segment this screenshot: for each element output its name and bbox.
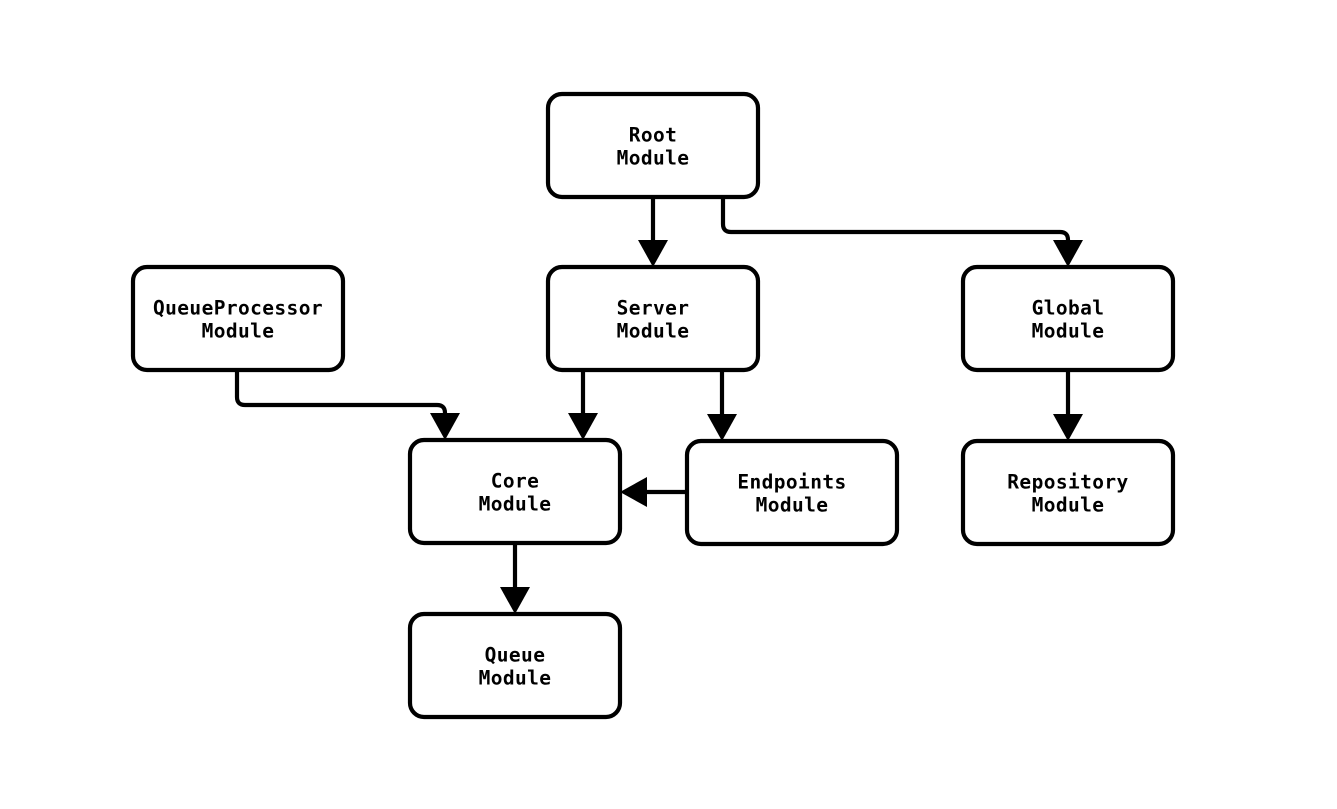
node-label-line2: Module	[479, 493, 552, 516]
node-label-line1: Repository	[1007, 471, 1128, 494]
arrow-head-down	[707, 414, 737, 441]
edge-server-to-core	[568, 370, 598, 440]
edge-root-to-global	[720, 197, 1083, 267]
node-label-line1: Queue	[485, 644, 546, 667]
node-root-module[interactable]: Root Module	[545, 91, 761, 200]
edge-server-to-endpoints	[707, 370, 737, 441]
arrow-head-down	[1053, 414, 1083, 441]
node-label-line1: Server	[617, 297, 690, 320]
node-box[interactable]	[545, 91, 761, 200]
arrow-head-down	[430, 413, 460, 440]
node-box[interactable]	[960, 438, 1176, 547]
node-box[interactable]	[407, 611, 623, 720]
edge-queueprocessor-to-core	[234, 370, 460, 440]
node-label-line1: Global	[1032, 297, 1105, 320]
node-global-module[interactable]: Global Module	[960, 264, 1176, 373]
node-label-line2: Module	[1032, 320, 1105, 343]
node-box[interactable]	[545, 264, 761, 373]
node-label-line2: Module	[756, 494, 829, 517]
node-server-module[interactable]: Server Module	[545, 264, 761, 373]
edge-endpoints-to-core	[620, 477, 687, 507]
node-label-line2: Module	[202, 320, 275, 343]
arrow-head-down	[500, 587, 530, 614]
arrow-head-down	[1053, 240, 1083, 267]
node-box[interactable]	[960, 264, 1176, 373]
arrow-head-left	[620, 477, 647, 507]
node-queue-module[interactable]: Queue Module	[407, 611, 623, 720]
node-box[interactable]	[130, 264, 346, 373]
edge-line	[720, 197, 1071, 253]
node-label-line1: Endpoints	[737, 471, 846, 494]
node-label-line1: QueueProcessor	[153, 297, 323, 320]
node-label-line1: Root	[629, 124, 678, 147]
nodes-layer: Root Module QueueProcessor Module Server…	[130, 91, 1176, 720]
node-label-line1: Core	[491, 470, 540, 493]
edge-root-to-server	[638, 197, 668, 267]
edge-core-to-queue	[500, 543, 530, 614]
node-core-module[interactable]: Core Module	[407, 437, 623, 546]
node-queueprocessor-module[interactable]: QueueProcessor Module	[130, 264, 346, 373]
edges-layer	[234, 197, 1083, 614]
arrow-head-down	[568, 413, 598, 440]
arrow-head-down	[638, 240, 668, 267]
node-endpoints-module[interactable]: Endpoints Module	[684, 438, 900, 547]
node-box[interactable]	[684, 438, 900, 547]
node-label-line2: Module	[617, 147, 690, 170]
node-box[interactable]	[407, 437, 623, 546]
node-label-line2: Module	[479, 667, 552, 690]
edge-global-to-repository	[1053, 370, 1083, 441]
edge-line	[234, 370, 448, 426]
node-repository-module[interactable]: Repository Module	[960, 438, 1176, 547]
node-label-line2: Module	[617, 320, 690, 343]
node-label-line2: Module	[1032, 494, 1105, 517]
